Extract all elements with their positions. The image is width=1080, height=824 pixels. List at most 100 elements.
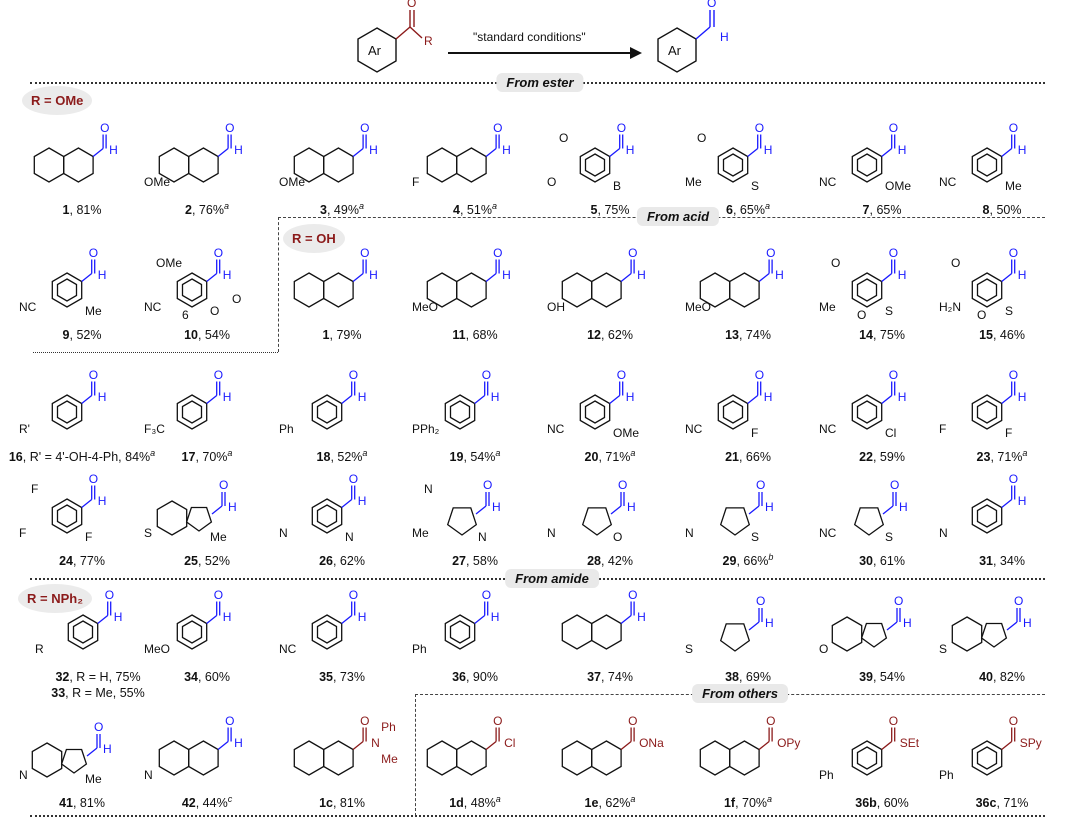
substituent-label: OMe [885,179,912,193]
carbonyl-bond [341,381,356,405]
carbonyl-oxygen-label: O [890,478,900,492]
compound-number: 12 [587,328,601,342]
substituent-label: PPh₂ [412,422,440,436]
structure-drawing [851,134,896,183]
aldehyde-hydrogen-label: H [103,742,112,756]
compound-caption: 3, 49%a [320,200,364,217]
structure-drawing [831,608,901,652]
compound-caption: 9, 52% [62,328,102,342]
compound-number: 4 [453,203,460,217]
footnote-mark: a [491,200,497,211]
carbonyl-bond [881,134,896,158]
substituent-label: NC [279,642,297,656]
compound-caption: 35, 73% [319,670,365,684]
footnote-mark: a [767,793,773,804]
carbonyl-bond [610,492,625,515]
carbonyl-oxygen-label: O [766,245,776,260]
compound-caption: 11, 68% [452,328,498,342]
structure-drawing [851,259,896,308]
compound-number: 17 [181,450,196,464]
compound-number: 10 [184,328,198,342]
aldehyde-hydrogen-label: H [775,267,784,282]
footnote-mark: a [223,200,229,211]
substituent-label: NC [685,422,703,436]
structure-drawing [971,259,1016,308]
carbonyl-oxygen-label: O [88,471,99,486]
carbonyl-bond [211,492,226,515]
substituent-label: Ph [939,768,954,782]
carbonyl-oxygen-label: O [754,120,765,135]
compound-caption: 8, 50% [982,203,1022,217]
structure-drawing [971,381,1016,430]
section-label-acid: From acid [636,207,720,226]
carbonyl-oxygen-label: O [493,120,503,135]
footnote-mark: c [227,793,233,804]
substituent-label: Me [85,772,102,786]
substituent-label: MeO [412,300,439,314]
structure-drawing [444,381,489,430]
aldehyde-hydrogen-label: H [357,389,367,404]
carbonyl-bond [747,381,762,405]
substituent-label: NC [819,175,837,189]
structure-drawing [699,727,773,776]
compound-caption: 15, 46% [979,328,1025,342]
aldehyde-hydrogen-label: H [113,609,123,624]
substituent-label: O [613,530,623,544]
carbonyl-oxygen-label: O [219,478,229,492]
aldehyde-hydrogen-label: H [97,389,107,404]
footnote-mark: b [768,551,774,562]
carbonyl-oxygen-label: O [1008,245,1019,260]
substituent-label: R' [19,422,30,436]
compound-number: 5 [590,203,598,217]
compound-number: 21 [725,450,739,464]
conditions-label: "standard conditions" [473,30,586,44]
compound-caption: 36, 90% [452,670,498,684]
aldehyde-hydrogen-label: H [109,142,118,157]
compound-caption: 1d, 48%a [449,793,501,810]
compound-number: 2 [185,203,192,217]
substituent-label: OMe [156,256,183,270]
compound-number: 14 [859,328,873,342]
carbonyl-bond [886,608,901,631]
compound-number: 1e [584,796,599,810]
carbonyl-bond [217,727,232,751]
compound-caption: 1, 81% [62,203,102,217]
compound-number: 27 [452,554,466,568]
substituent-label: NC [144,300,162,314]
compound-caption: 36c, 71% [975,796,1029,810]
carbonyl-bond [620,259,635,283]
structure-drawing [311,485,356,534]
substituent-label: F [751,426,759,440]
section-label-ester: From ester [496,73,584,92]
footnote-mark: a [495,447,501,458]
aldehyde-hydrogen-label: H [228,500,237,514]
compound-caption: 38, 69% [725,670,771,684]
substituent-label: Me [1005,179,1022,193]
compound-caption: 18, 52%a [316,447,368,464]
compound-number: 7 [862,203,870,217]
compound-number: 1f [723,796,736,810]
structure-drawing [426,134,500,183]
aldehyde-hydrogen-label: H [490,609,500,624]
carbonyl-bond [352,259,367,283]
compound-number: 42 [181,796,196,810]
substituent-label: Ph [819,768,834,782]
substituent-label: Ph [412,642,427,656]
aldehyde-hydrogen-label: H [903,616,912,630]
compound-caption: 12, 62% [587,328,633,342]
section-label-amide: From amide [505,569,599,588]
substituent-label: N [279,526,288,540]
r-badge-acid: R = OH [283,224,345,253]
